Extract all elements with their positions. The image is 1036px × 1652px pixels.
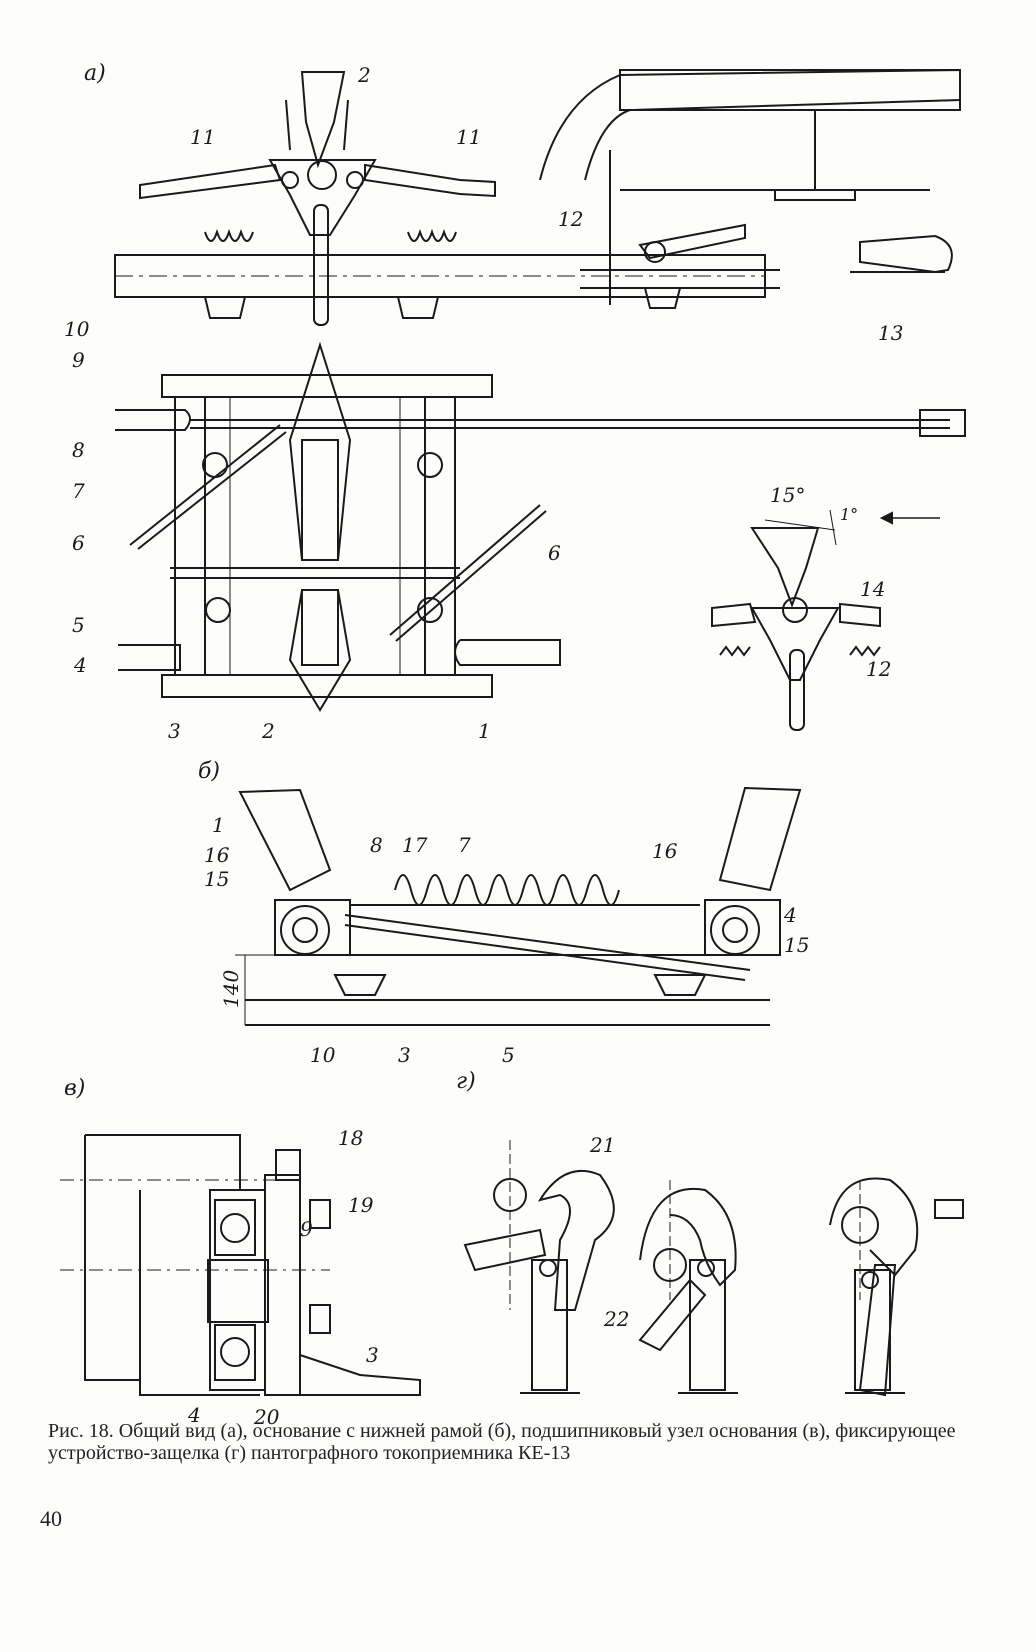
- label-b-15-left: 15: [204, 867, 229, 891]
- panel-label-g: г): [456, 1069, 476, 1094]
- label-a-11-left: 11: [190, 125, 215, 149]
- label-a-4: 4: [73, 653, 87, 677]
- label-b-1: 1: [212, 813, 225, 837]
- label-b-8: 8: [370, 833, 383, 857]
- label-a-12-side: 12: [558, 207, 583, 231]
- angle-15-label: 15°: [770, 483, 805, 507]
- label-g-21: 21: [589, 1133, 615, 1157]
- label-v-20: 20: [253, 1405, 280, 1429]
- plan-view-drawing: [115, 341, 966, 712]
- dimension-140-label: 140: [219, 970, 243, 1008]
- label-v-9: 9: [300, 1217, 313, 1241]
- bearing-assembly-drawing: [60, 1134, 421, 1396]
- label-b-15-right: 15: [784, 933, 809, 957]
- side-view-drawing: [539, 68, 961, 309]
- label-a-2: 2: [261, 719, 275, 743]
- label-b-10: 10: [310, 1043, 336, 1067]
- label-a-12-detail: 12: [866, 657, 891, 681]
- label-v-4: 4: [187, 1403, 201, 1427]
- angle-1-label: 1°: [840, 505, 858, 524]
- label-a-10: 10: [64, 317, 90, 341]
- label-a-6-right: 6: [548, 541, 561, 565]
- front-view-drawing: [114, 71, 766, 326]
- label-a-2-top: 2: [357, 63, 371, 87]
- label-v-18: 18: [338, 1126, 363, 1150]
- figure-caption: Рис. 18. Общий вид (а), основание с нижн…: [48, 1420, 956, 1464]
- label-a-3: 3: [168, 719, 181, 743]
- label-b-4: 4: [783, 903, 797, 927]
- page-number: 40: [40, 1506, 62, 1531]
- label-b-7: 7: [458, 833, 471, 857]
- label-b-3: 3: [398, 1043, 411, 1067]
- panel-label-a: а): [84, 61, 106, 86]
- base-frame-drawing: [235, 786, 802, 1026]
- pantograph-head-detail: [711, 509, 940, 731]
- panel-label-b: б): [198, 759, 220, 784]
- label-b-16-left: 16: [204, 843, 230, 867]
- label-b-5: 5: [502, 1043, 515, 1067]
- label-a-11-right: 11: [456, 125, 481, 149]
- label-a-1: 1: [478, 719, 491, 743]
- latch-device-drawing: [463, 1140, 964, 1397]
- label-a-5: 5: [72, 613, 85, 637]
- label-a-14: 14: [860, 577, 885, 601]
- label-a-8: 8: [72, 438, 85, 462]
- label-g-22: 22: [603, 1307, 629, 1331]
- label-a-7: 7: [72, 479, 85, 503]
- label-v-19: 19: [348, 1193, 374, 1217]
- label-b-17: 17: [402, 833, 428, 857]
- label-a-13: 13: [878, 321, 903, 345]
- label-v-3: 3: [366, 1343, 379, 1367]
- panel-label-v: в): [64, 1076, 85, 1101]
- label-a-6-left: 6: [72, 531, 85, 555]
- label-b-16-right: 16: [652, 839, 678, 863]
- label-a-9: 9: [72, 348, 85, 372]
